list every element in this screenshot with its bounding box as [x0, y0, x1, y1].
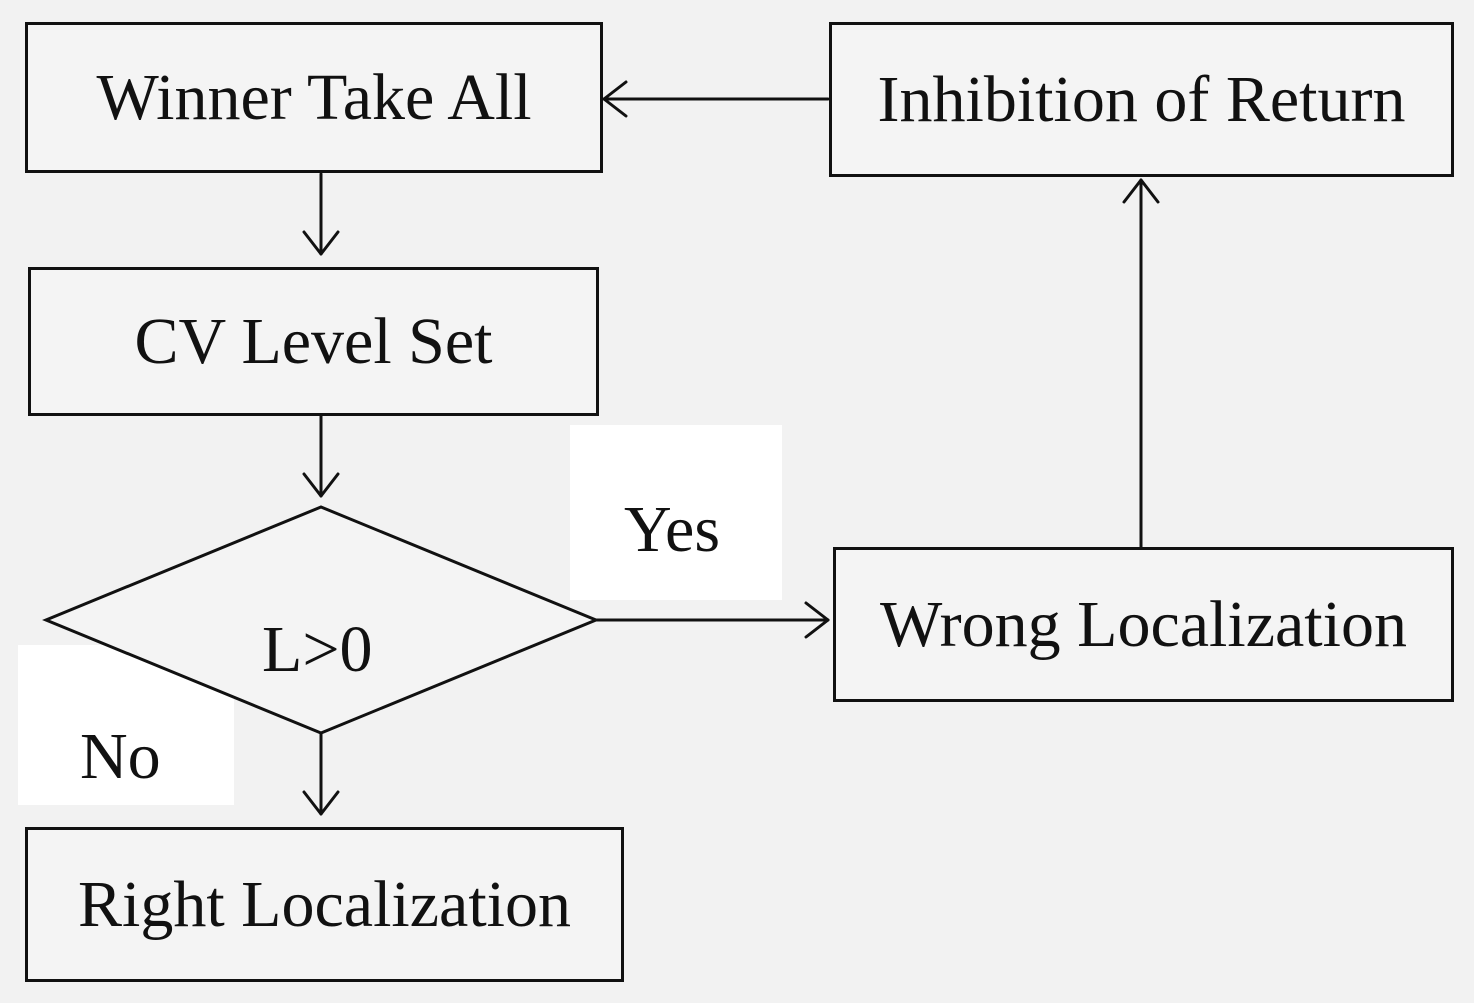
yes-label-background	[570, 425, 782, 600]
arrowhead-ior-to-wta	[602, 80, 628, 118]
yes-label: Yes	[624, 493, 721, 566]
inhibition-of-return-label: Inhibition of Return	[877, 62, 1406, 136]
wrong-localization-label: Wrong Localization	[880, 587, 1407, 661]
arrowhead-wta-to-cv	[302, 230, 340, 256]
decision-label: L>0	[262, 613, 373, 686]
cv-level-set-box: CV Level Set	[28, 267, 599, 416]
winner-take-all-label: Winner Take All	[96, 60, 532, 134]
right-localization-label: Right Localization	[77, 867, 572, 941]
no-label: No	[80, 720, 161, 793]
winner-take-all-box: Winner Take All	[25, 22, 603, 173]
cv-level-set-label: CV Level Set	[134, 304, 493, 378]
decision-diamond	[42, 505, 600, 735]
arrowhead-decision-to-right	[302, 790, 340, 816]
arrowhead-wrong-to-ior	[1122, 178, 1160, 204]
arrowhead-cv-to-decision	[302, 472, 340, 498]
inhibition-of-return-box: Inhibition of Return	[829, 22, 1454, 177]
right-localization-box: Right Localization	[25, 827, 624, 982]
wrong-localization-box: Wrong Localization	[833, 547, 1454, 702]
arrowhead-decision-to-wrong	[804, 601, 830, 639]
